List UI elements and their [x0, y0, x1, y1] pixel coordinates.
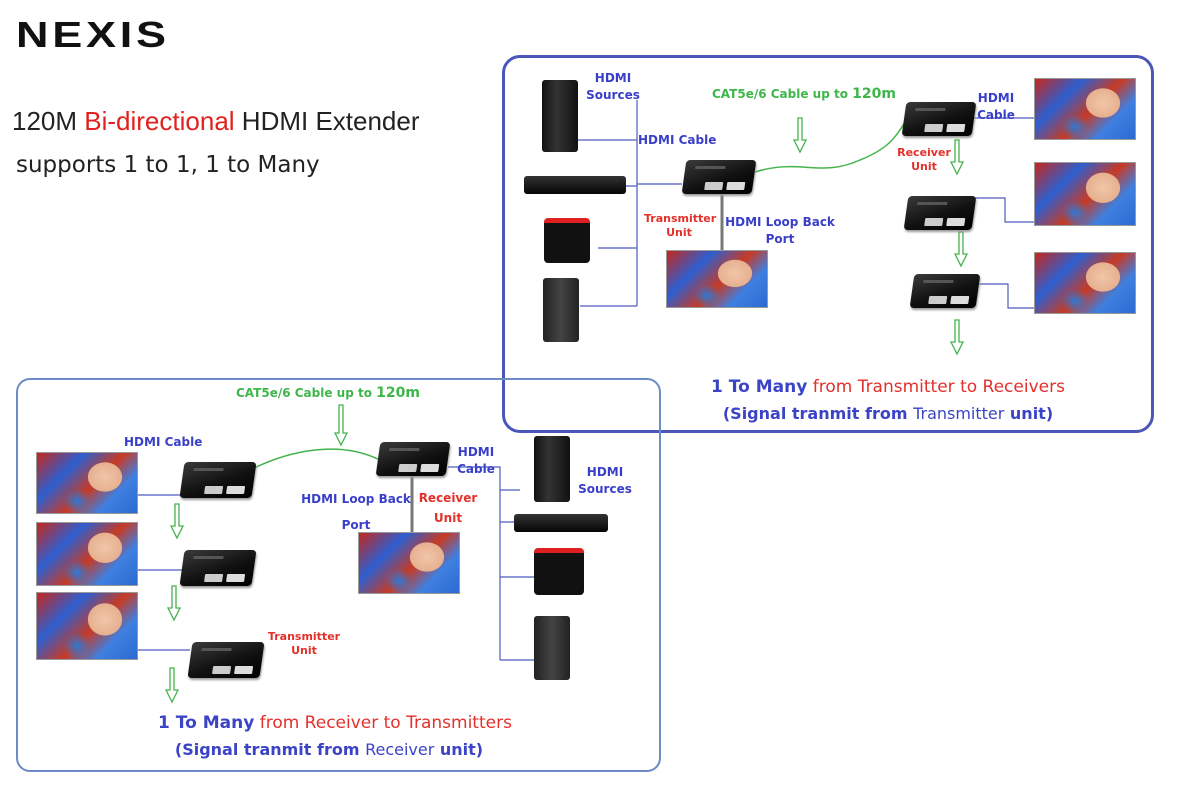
transmitter-unit-device [681, 160, 757, 194]
nexis-logo: NEXIS [16, 14, 170, 55]
caption-bold: 1 To Many [158, 713, 255, 733]
label-line: Unit [291, 644, 317, 657]
label-line: Port [341, 518, 371, 532]
bottom-game-console-icon [534, 436, 570, 502]
subheadline: supports 1 to 1, 1 to Many [16, 152, 320, 178]
bottom-cat-cable-label: CAT5e/6 Cable up to 120m [236, 385, 420, 401]
top-cat-cable-label: CAT5e/6 Cable up to 120m [712, 86, 896, 102]
label-line: Receiver [418, 491, 478, 505]
label-line: Cable [457, 462, 495, 476]
bottom-hdmi-sources-label: HDMI Sources [578, 464, 632, 498]
top-hdmi-sources-label: HDMI Sources [586, 70, 640, 104]
bottom-tv-box-icon [534, 548, 584, 595]
caption2-unit: Transmitter [913, 404, 1005, 423]
bottom-dvd-player-icon [514, 514, 608, 532]
label-line: Sources [578, 482, 632, 496]
top-transmitter-label: Transmitter Unit [644, 212, 717, 240]
label-line: HDMI [594, 71, 632, 85]
receiver-monitor-1 [1034, 78, 1136, 140]
label-line: Transmitter [644, 212, 717, 225]
cat-cable-text: CAT5e/6 Cable up to [712, 87, 853, 101]
headline-part2: HDMI Extender [234, 106, 420, 136]
bottom-monitor-2 [36, 522, 138, 586]
bottom-transmitter-device-1 [179, 462, 257, 498]
label-line: HDMI [457, 445, 495, 459]
tv-box-icon [544, 218, 590, 263]
dvd-player-icon [524, 176, 626, 194]
bottom-pc-tower-icon [534, 616, 570, 680]
receiver-unit-device-3 [909, 274, 981, 308]
label-line: HDMI Loop Back [301, 492, 411, 506]
label-line: Cable [977, 108, 1015, 122]
caption-rest: from Receiver to Transmitters [254, 713, 512, 733]
caption2-close: unit) [434, 740, 484, 759]
label-line: Unit [911, 160, 937, 173]
label-line: HDMI Loop Back [725, 215, 835, 229]
bottom-hdmi-cable-right-label: HDMI Cable [454, 444, 498, 478]
receiver-unit-device [901, 102, 977, 136]
label-line: Unit [433, 511, 463, 525]
bottom-receiver-label: Receiver Unit [416, 488, 480, 528]
caption2-close: unit) [1004, 404, 1054, 423]
bottom-transmitter-device-3 [187, 642, 265, 678]
cat-cable-distance: 120m [852, 86, 896, 102]
bottom-receiver-device [375, 442, 451, 476]
headline-highlight: Bi-directional [84, 106, 235, 136]
game-console-icon [542, 80, 578, 152]
label-line: HDMI [586, 465, 624, 479]
receiver-monitor-3 [1034, 252, 1136, 314]
headline-part1: 120M [12, 106, 85, 136]
top-hdmi-cable-right-label: HDMI Cable [974, 90, 1018, 124]
bottom-transmitter-label: Transmitter Unit [266, 630, 342, 658]
top-receiver-label: Receiver Unit [894, 146, 954, 174]
bottom-monitor-1 [36, 452, 138, 514]
bottom-diagram-panel [16, 378, 661, 772]
label-line: Sources [586, 88, 640, 102]
label-line: Receiver [897, 146, 951, 159]
bottom-loop-back-label: HDMI Loop Back Port [300, 486, 412, 538]
bottom-hdmi-cable-label: HDMI Cable [124, 435, 203, 449]
top-loop-back-label: HDMI Loop Back Port [722, 214, 838, 248]
caption2-open: (Signal tranmit from [722, 404, 914, 423]
bottom-loop-back-monitor [358, 532, 460, 594]
loop-back-monitor [666, 250, 768, 308]
bottom-caption: 1 To Many from Receiver to Transmitters [90, 710, 580, 736]
caption-rest: from Transmitter to Receivers [807, 377, 1065, 397]
cat-cable-text: CAT5e/6 Cable up to [236, 386, 377, 400]
headline: 120M Bi-directional HDMI Extender [12, 106, 420, 137]
pc-tower-icon [543, 278, 579, 342]
bottom-monitor-3 [36, 592, 138, 660]
caption2-unit: Receiver [365, 740, 435, 759]
label-line: Unit [666, 226, 692, 239]
caption-bold: 1 To Many [711, 377, 808, 397]
receiver-unit-device-2 [903, 196, 977, 230]
top-caption-2: (Signal tranmit from Transmitter unit) [648, 404, 1128, 423]
top-diagram-panel [502, 55, 1154, 433]
receiver-monitor-2 [1034, 162, 1136, 226]
cat-cable-distance: 120m [376, 385, 420, 401]
caption2-open: (Signal tranmit from [174, 740, 366, 759]
label-line: Port [765, 232, 795, 246]
top-hdmi-cable-label: HDMI Cable [638, 133, 717, 147]
bottom-caption-2: (Signal tranmit from Receiver unit) [84, 740, 574, 759]
bottom-transmitter-device-2 [179, 550, 257, 586]
label-line: Transmitter [267, 630, 341, 643]
top-caption: 1 To Many from Transmitter to Receivers [648, 374, 1128, 400]
label-line: HDMI [977, 91, 1015, 105]
